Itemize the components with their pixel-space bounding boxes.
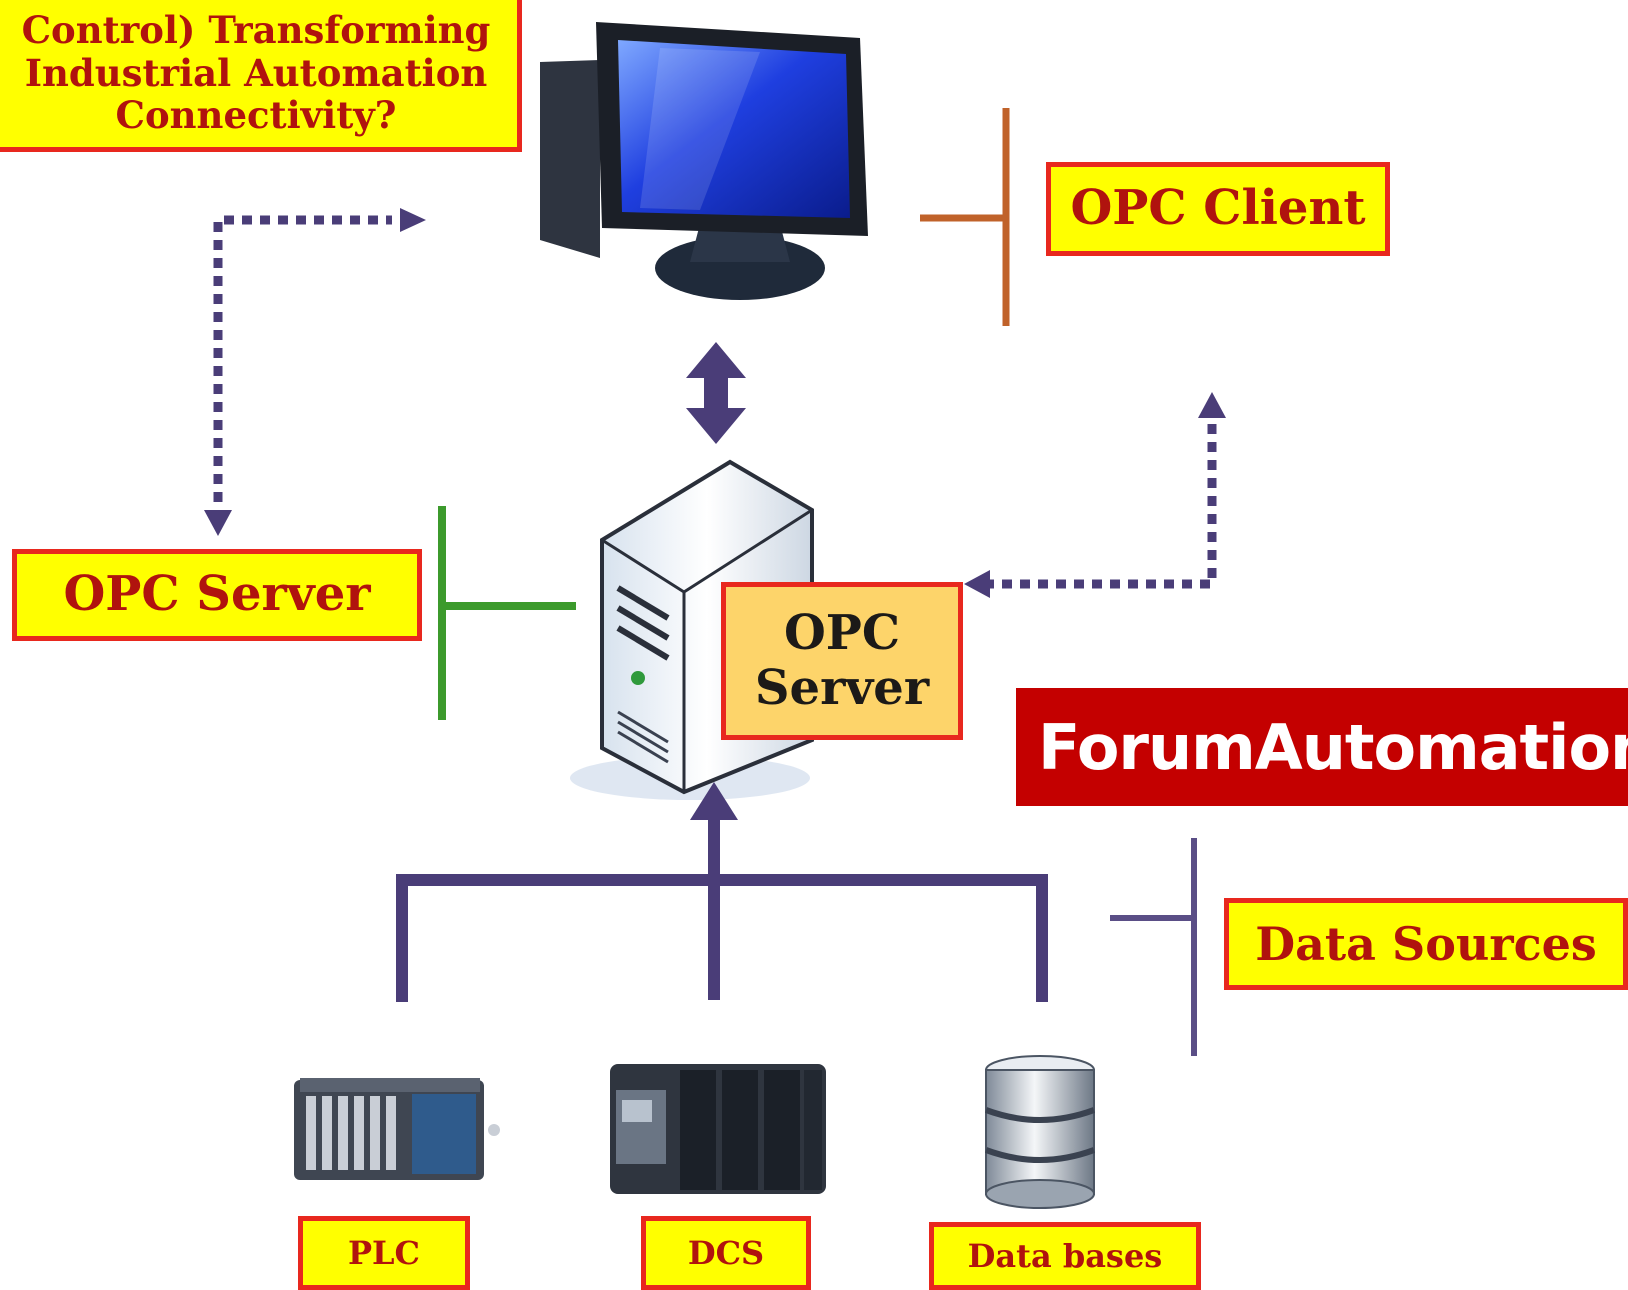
bus-arrowhead-up (690, 782, 738, 820)
dcs-label: DCS (641, 1216, 811, 1290)
title-line-3: Connectivity? (115, 93, 397, 138)
left-connector-arrowhead-down (204, 510, 232, 536)
right-dotted-connector (984, 420, 1217, 589)
data-sources-bracket (1110, 838, 1197, 1056)
opc-server-center-label: OPC Server (721, 582, 963, 740)
plc-icon (294, 1078, 500, 1180)
right-connector-arrowhead-left (964, 570, 990, 598)
database-icon (984, 1055, 1096, 1209)
dcs-icon (610, 1064, 826, 1194)
title-line-2: Industrial Automation (24, 50, 488, 95)
opc-client-label: OPC Client (1046, 162, 1390, 256)
data-sources-label: Data Sources (1224, 898, 1628, 990)
computer-monitor-icon (540, 22, 868, 300)
databases-label: Data bases (929, 1222, 1201, 1290)
client-bracket (920, 108, 1010, 326)
left-dotted-connector (213, 215, 392, 520)
brand-banner: ForumAutomation.Com (1016, 688, 1628, 806)
title-line-1: Control) Transforming (21, 8, 491, 53)
client-server-double-arrow (686, 342, 746, 444)
server-bracket (438, 506, 576, 720)
left-connector-arrowhead-right (400, 208, 426, 232)
title-box: Control) Transforming Industrial Automat… (0, 0, 522, 152)
plc-label: PLC (298, 1216, 470, 1290)
data-bus (396, 812, 1048, 1002)
opc-server-label: OPC Server (12, 549, 422, 641)
right-connector-arrowhead-up (1198, 392, 1226, 418)
